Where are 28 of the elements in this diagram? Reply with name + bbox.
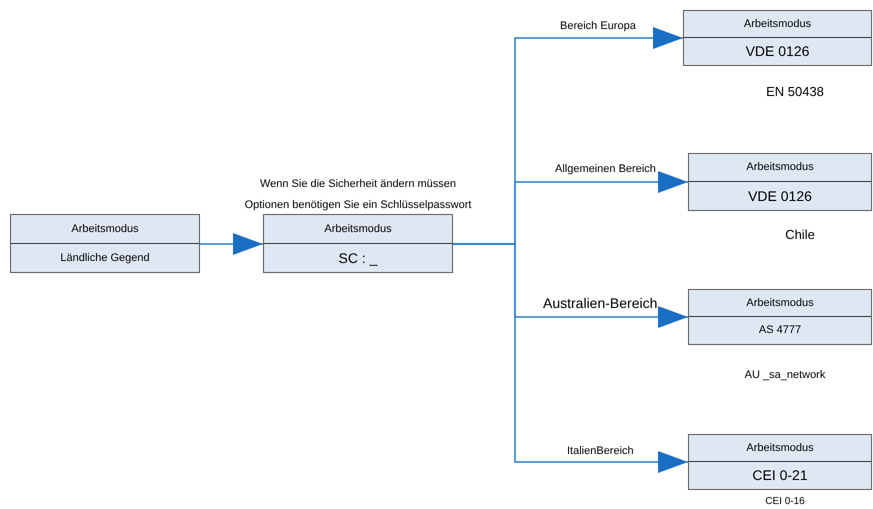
box-heading: Arbeitsmodus — [746, 296, 814, 311]
mode-box — [10, 214, 200, 273]
edge-label: Allgemeinen Bereich — [555, 161, 656, 178]
arrow — [200, 233, 263, 255]
mode-box — [263, 214, 453, 273]
box-value: VDE 0126 — [748, 186, 812, 206]
box-value: VDE 0126 — [746, 42, 810, 61]
mode-box — [688, 289, 872, 345]
note-text: Wenn Sie die Sicherheit ändern müssen — [260, 178, 456, 190]
note-text: AU _sa_network — [744, 369, 826, 381]
note-text: Chile — [785, 227, 815, 242]
arrow — [453, 243, 688, 473]
box-heading: Arbeitsmodus — [744, 16, 812, 32]
mode-box — [688, 434, 872, 490]
note-text: Optionen benötigen Sie ein Schlüsselpasswort — [244, 199, 472, 211]
box-heading: Arbeitsmodus — [746, 440, 814, 456]
box-heading: Arbeitsmodus — [71, 222, 139, 237]
mode-box — [683, 10, 872, 66]
box-value: SC : _ — [338, 248, 378, 268]
mode-box — [688, 153, 872, 211]
box-value: AS 4777 — [758, 323, 802, 338]
box-value: CEI 0-21 — [752, 466, 808, 485]
box-heading: Arbeitsmodus — [324, 222, 392, 237]
edge-label: Bereich Europa — [560, 18, 636, 34]
box-heading: Arbeitsmodus — [746, 160, 814, 176]
note-text: EN 50438 — [766, 84, 824, 99]
box-value: Ländliche Gegend — [60, 250, 150, 266]
note-text: CEI 0-16 — [765, 496, 805, 507]
